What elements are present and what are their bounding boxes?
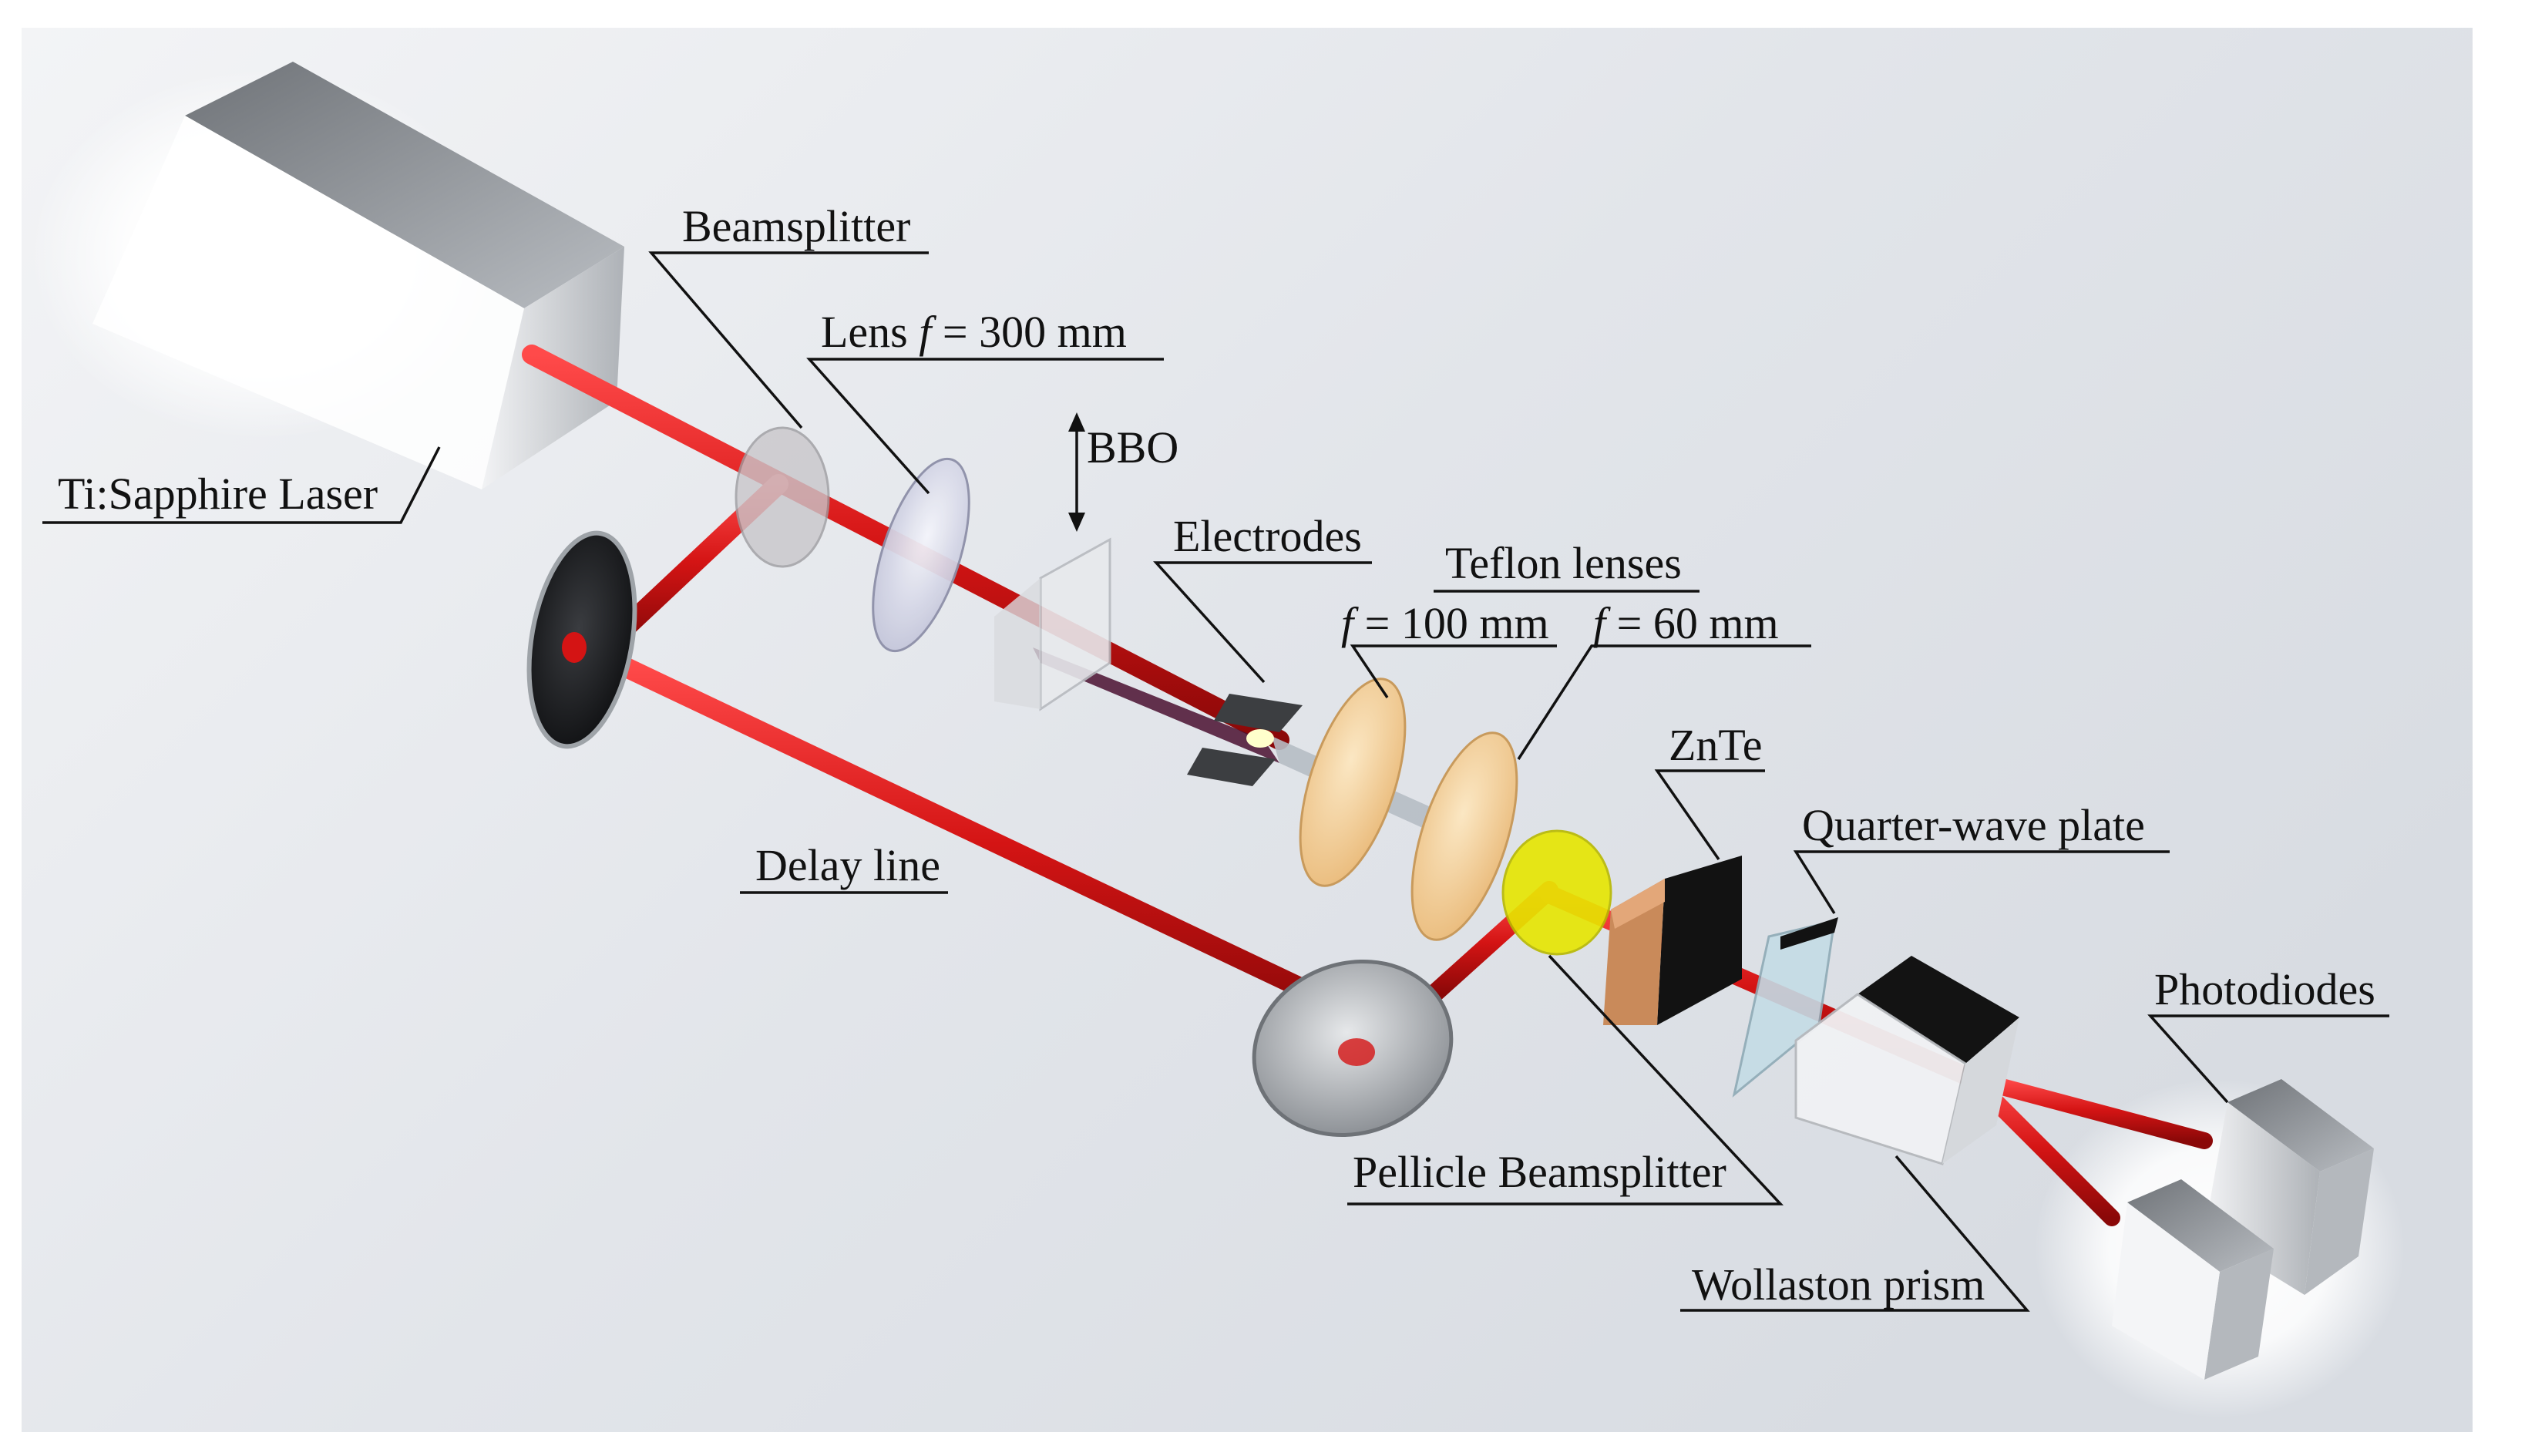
f100-label: f = 100 mm: [1341, 598, 1549, 648]
laser-label: Ti:Sapphire Laser: [58, 469, 378, 519]
delay-label: Delay line: [755, 840, 940, 890]
beamsplitter-leader: [648, 251, 929, 429]
qwp-leader: [1793, 850, 2170, 914]
f60-leader: [1517, 644, 1811, 760]
f100-leader: [1350, 644, 1557, 698]
znte-leader: [1654, 769, 1765, 860]
lens-300mm: [872, 457, 970, 653]
wollaston-leader: [1680, 1155, 2030, 1312]
znte-crystal: [1603, 856, 1742, 1025]
qwp-label: Quarter-wave plate: [1802, 800, 2145, 850]
beamsplitter-label: Beamsplitter: [682, 201, 910, 251]
delay-mirror-1-spot: [562, 632, 587, 663]
quarter-wave-plate-top: [1780, 917, 1838, 950]
beamsplitter: [735, 426, 830, 568]
delay-mirror-2-spot: [1338, 1038, 1375, 1066]
lens-label-value: = 300 mm: [931, 307, 1126, 357]
electrodes-label: Electrodes: [1173, 511, 1362, 561]
photodiodes: [2112, 1079, 2374, 1380]
f60-label-value: = 60 mm: [1605, 598, 1778, 648]
pellicle-leader: [1347, 954, 1784, 1205]
wollaston-label: Wollaston prism: [1692, 1259, 1985, 1310]
teflon-label: Teflon lenses: [1445, 538, 1682, 588]
electrodes-leader: [1153, 561, 1372, 684]
teflon-lens-100mm: [1299, 678, 1407, 887]
lens-leader: [806, 358, 1164, 495]
lens-label-prefix: Lens: [821, 307, 919, 357]
pellicle-beamsplitter: [1501, 829, 1612, 956]
laser-leader: [42, 446, 441, 524]
electrodes: [1187, 694, 1303, 786]
bbo-label: BBO: [1087, 422, 1178, 472]
f60-label: f = 60 mm: [1593, 598, 1779, 648]
lens-label: Lens f = 300 mm: [821, 307, 1127, 357]
bbo-crystal-face: [994, 578, 1041, 709]
znte-label: ZnTe: [1669, 720, 1763, 770]
photodiodes-leader: [2147, 1014, 2389, 1104]
teflon-lens-60mm: [1410, 731, 1518, 941]
pellicle-label: Pellicle Beamsplitter: [1353, 1147, 1726, 1197]
delay-beam: [607, 653, 1390, 1035]
f100-label-value: = 100 mm: [1353, 598, 1548, 648]
photodiodes-label: Photodiodes: [2154, 964, 2375, 1014]
bbo-arrow: [1068, 412, 1085, 532]
split-upper: [1965, 1071, 2213, 1149]
thz-cone: [1033, 647, 1279, 763]
wollaston-prism: [1794, 956, 2019, 1165]
